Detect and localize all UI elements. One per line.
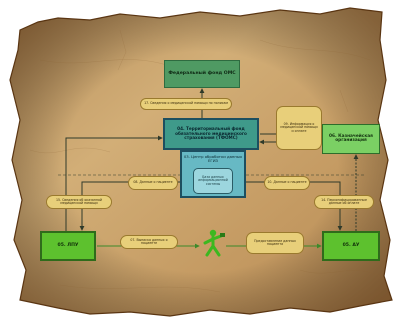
edge-label-tfoms-org: 09. Информация о медицинской помощи и оп… <box>276 106 322 150</box>
federal-fund-node: Федеральный фонд ОМС <box>164 60 240 88</box>
edge-label-patient-lpu: 07. Выписка данных о пациенте <box>120 235 178 249</box>
lpu-label: 05. ЛПУ <box>57 242 79 248</box>
ac-label: 05. АУ <box>342 242 360 248</box>
treasury-org-node: 06. Казначейская организация <box>322 124 380 154</box>
patient-figure-icon <box>203 229 225 257</box>
data-center-label: 03. Центр обработки данных ЕГИЗ <box>183 154 243 163</box>
parchment-texture <box>29 29 381 293</box>
territorial-fund-label: 04. Территориальный фонд обязательного м… <box>175 126 247 141</box>
treasury-org-label: 06. Казначейская организация <box>329 133 373 143</box>
database-cylinder: База данных информационной системы <box>193 168 233 194</box>
edge-label-to-federal: 17. Сведения о медицинской помощи по пол… <box>140 98 232 110</box>
ac-node: 05. АУ <box>322 231 380 261</box>
edge-label-center-left: 08. Данные о пациенте <box>128 176 178 190</box>
territorial-fund-node: 04. Территориальный фонд обязательного м… <box>163 118 259 150</box>
federal-fund-label: Федеральный фонд ОМС <box>168 70 236 76</box>
edge-label-ac-patient: Предоставление данных пациента <box>246 232 304 254</box>
edge-label-org-ac: 14. Персонифицированные данные об оплате <box>314 195 374 209</box>
lpu-node: 05. ЛПУ <box>40 231 96 261</box>
edge-label-lpu-center: 15. Сведения об оказанной медицинской по… <box>46 195 112 209</box>
edge-label-center-right: 10. Данные о пациенте <box>264 176 310 190</box>
database-label: База данных информационной системы <box>198 174 228 186</box>
